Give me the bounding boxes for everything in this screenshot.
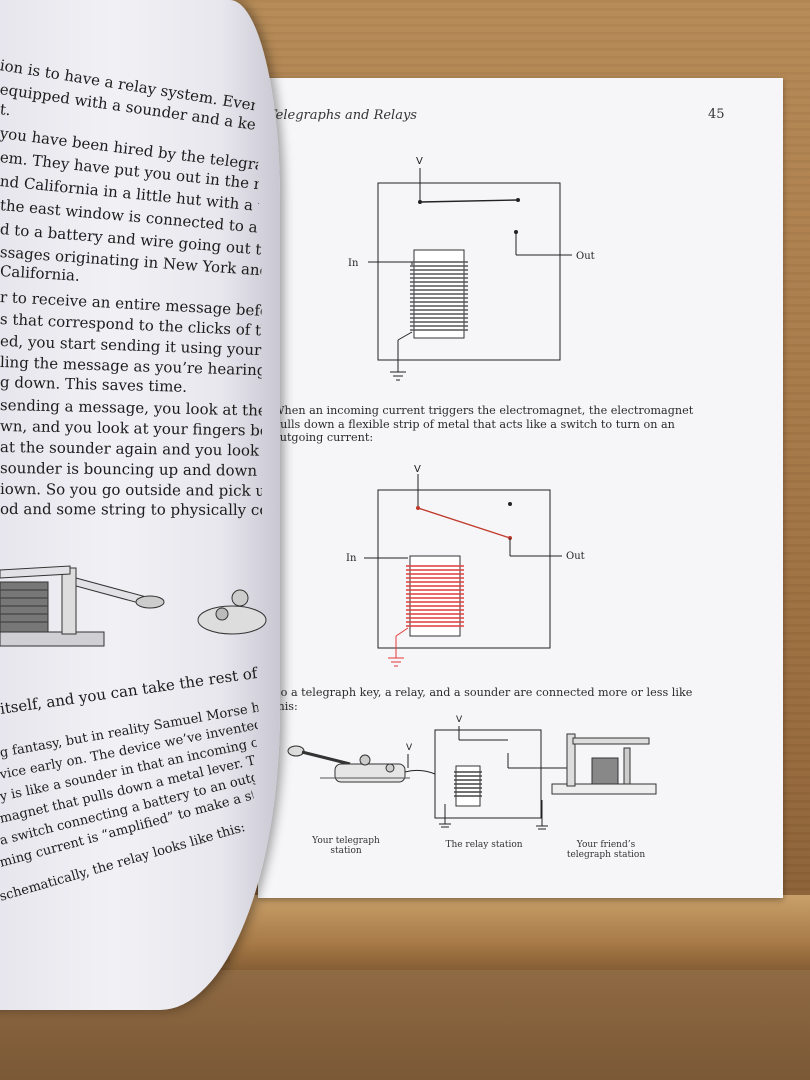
coil-on — [406, 555, 464, 637]
diagram3-v1-label: V — [406, 743, 413, 753]
coil-off — [410, 249, 468, 339]
diagram2-v-label: V — [414, 464, 421, 475]
diagram1-in-label: In — [348, 258, 359, 269]
telegraph-system-diagram: V V — [287, 715, 657, 830]
shelf-edge — [230, 895, 810, 975]
page-number: 45 — [708, 107, 725, 122]
label-your-station: Your telegraph station — [312, 836, 380, 856]
caption-electromagnet: When an incoming current triggers the el… — [273, 404, 694, 445]
ground-symbol-1 — [390, 371, 406, 381]
diagram2-out-label: Out — [566, 551, 585, 562]
left-page — [0, 0, 280, 1010]
diagram1-out-label: Out — [576, 251, 595, 262]
diagram3-v2-label: V — [456, 715, 463, 725]
running-head: Telegraphs and Relays — [268, 108, 417, 123]
ground-symbol-2 — [388, 657, 404, 667]
relay-diagram-off: V In Out — [348, 156, 595, 381]
relay-diagram-on: V In Out — [346, 464, 585, 667]
diagram1-v-label: V — [416, 156, 423, 167]
label-friend-station: Your friend’s telegraph station — [566, 840, 646, 860]
sounder-drawing — [551, 733, 657, 795]
telegraph-key-drawing — [287, 745, 410, 783]
left-page-illustration — [0, 565, 267, 647]
diagram2-in-label: In — [346, 553, 357, 564]
label-relay-station: The relay station — [445, 840, 523, 850]
